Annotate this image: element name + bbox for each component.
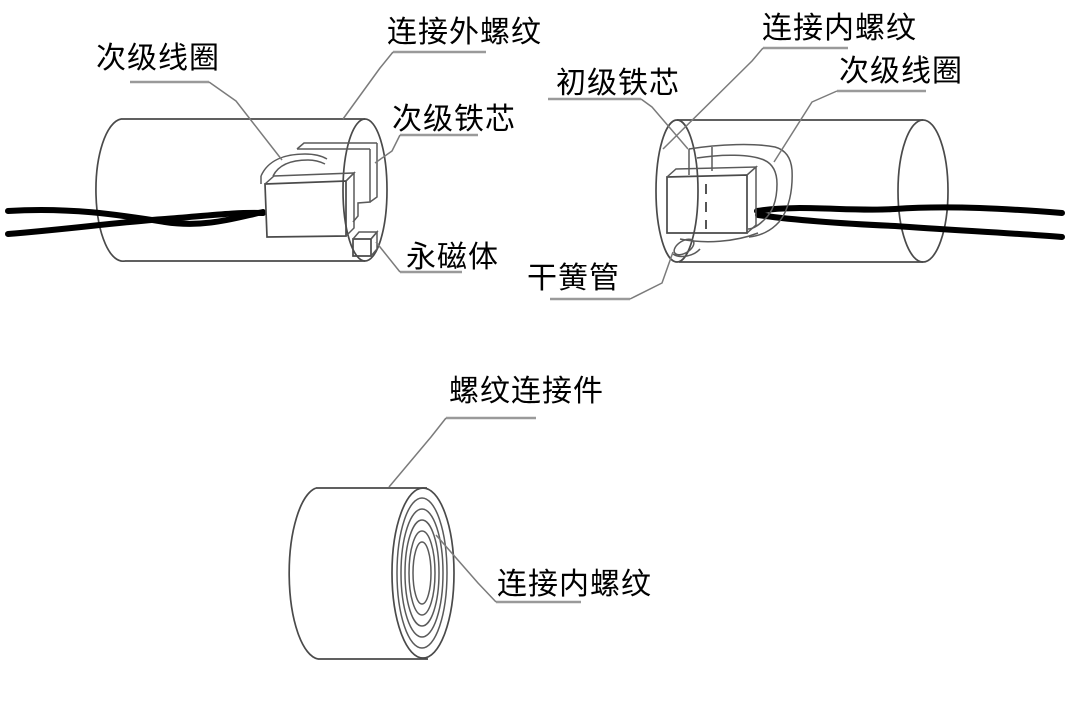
secondary-coil-left-outer-arc: [260, 153, 328, 177]
callout-lines: [130, 46, 926, 604]
ring-outer-rim-ellipse: [391, 487, 455, 659]
leader-secondary-core: [374, 134, 401, 164]
label-reed-switch: 干簧管: [527, 262, 620, 295]
leader-secondary-coil-right: [773, 90, 838, 163]
left-connector-assembly: [5, 118, 388, 263]
left-cylinder-left-cap: [95, 118, 126, 263]
leader-external-thread: [342, 51, 394, 120]
label-permanent-magnet: 永磁体: [406, 241, 499, 274]
right-connector-assembly: [655, 119, 1065, 263]
right-cylinder-front-ellipse: [655, 119, 699, 263]
reed-switch-arc: [672, 248, 701, 258]
ring-thread-1: [396, 497, 448, 649]
left-cylinder-end-ellipse: [342, 118, 388, 262]
ring-thread-4: [408, 530, 436, 616]
right-cable-upper: [754, 204, 1065, 216]
left-coil-box-front: [264, 180, 347, 238]
label-external-thread: 连接外螺纹: [387, 16, 542, 49]
label-secondary-coil-left: 次级线圈: [96, 42, 220, 75]
secondary-core-top-bevel: [296, 142, 377, 150]
leader-primary-core: [640, 98, 689, 150]
label-internal-thread-ring: 连接内螺纹: [497, 568, 652, 601]
label-secondary-coil-right: 次级线圈: [839, 55, 963, 88]
left-coil-box-right-face: [345, 171, 355, 237]
leader-internal-thread-right: [662, 47, 764, 150]
secondary-coil-right-inner: [696, 154, 778, 230]
primary-core-box-right-face: [746, 165, 757, 234]
label-secondary-core: 次级铁芯: [392, 103, 516, 136]
ring-left-cap: [288, 487, 319, 660]
leader-permanent-magnet: [375, 241, 401, 273]
ring-thread-3: [404, 519, 440, 627]
right-cable-lower: [755, 212, 1065, 240]
magnet-cube-right-face: [370, 229, 378, 257]
threaded-connector-ring: [288, 487, 455, 660]
reed-switch-glass-tube: [673, 238, 695, 256]
secondary-coil-left-inner-arc: [272, 159, 326, 177]
label-internal-thread-right: 连接内螺纹: [762, 12, 917, 45]
leader-reed-switch: [629, 251, 674, 300]
ring-thread-5: [412, 541, 432, 605]
leader-internal-thread-ring: [435, 534, 497, 603]
ring-thread-2: [400, 508, 444, 638]
callout-labels: 次级线圈 连接外螺纹 次级铁芯 永磁体 连接内螺纹 初级铁芯 次级线圈 干簧管 …: [96, 12, 963, 601]
secondary-coil-right-outer: [688, 143, 793, 238]
left-cable-lower: [5, 209, 266, 237]
leader-ring-name: [388, 417, 447, 488]
label-ring-name: 螺纹连接件: [449, 375, 604, 408]
secondary-core-right-back: [369, 143, 378, 203]
right-cylinder-end-ellipse: [897, 119, 949, 263]
secondary-core-right-front: [352, 149, 371, 223]
label-primary-core: 初级铁芯: [556, 67, 680, 100]
leader-secondary-coil-left: [208, 81, 283, 161]
